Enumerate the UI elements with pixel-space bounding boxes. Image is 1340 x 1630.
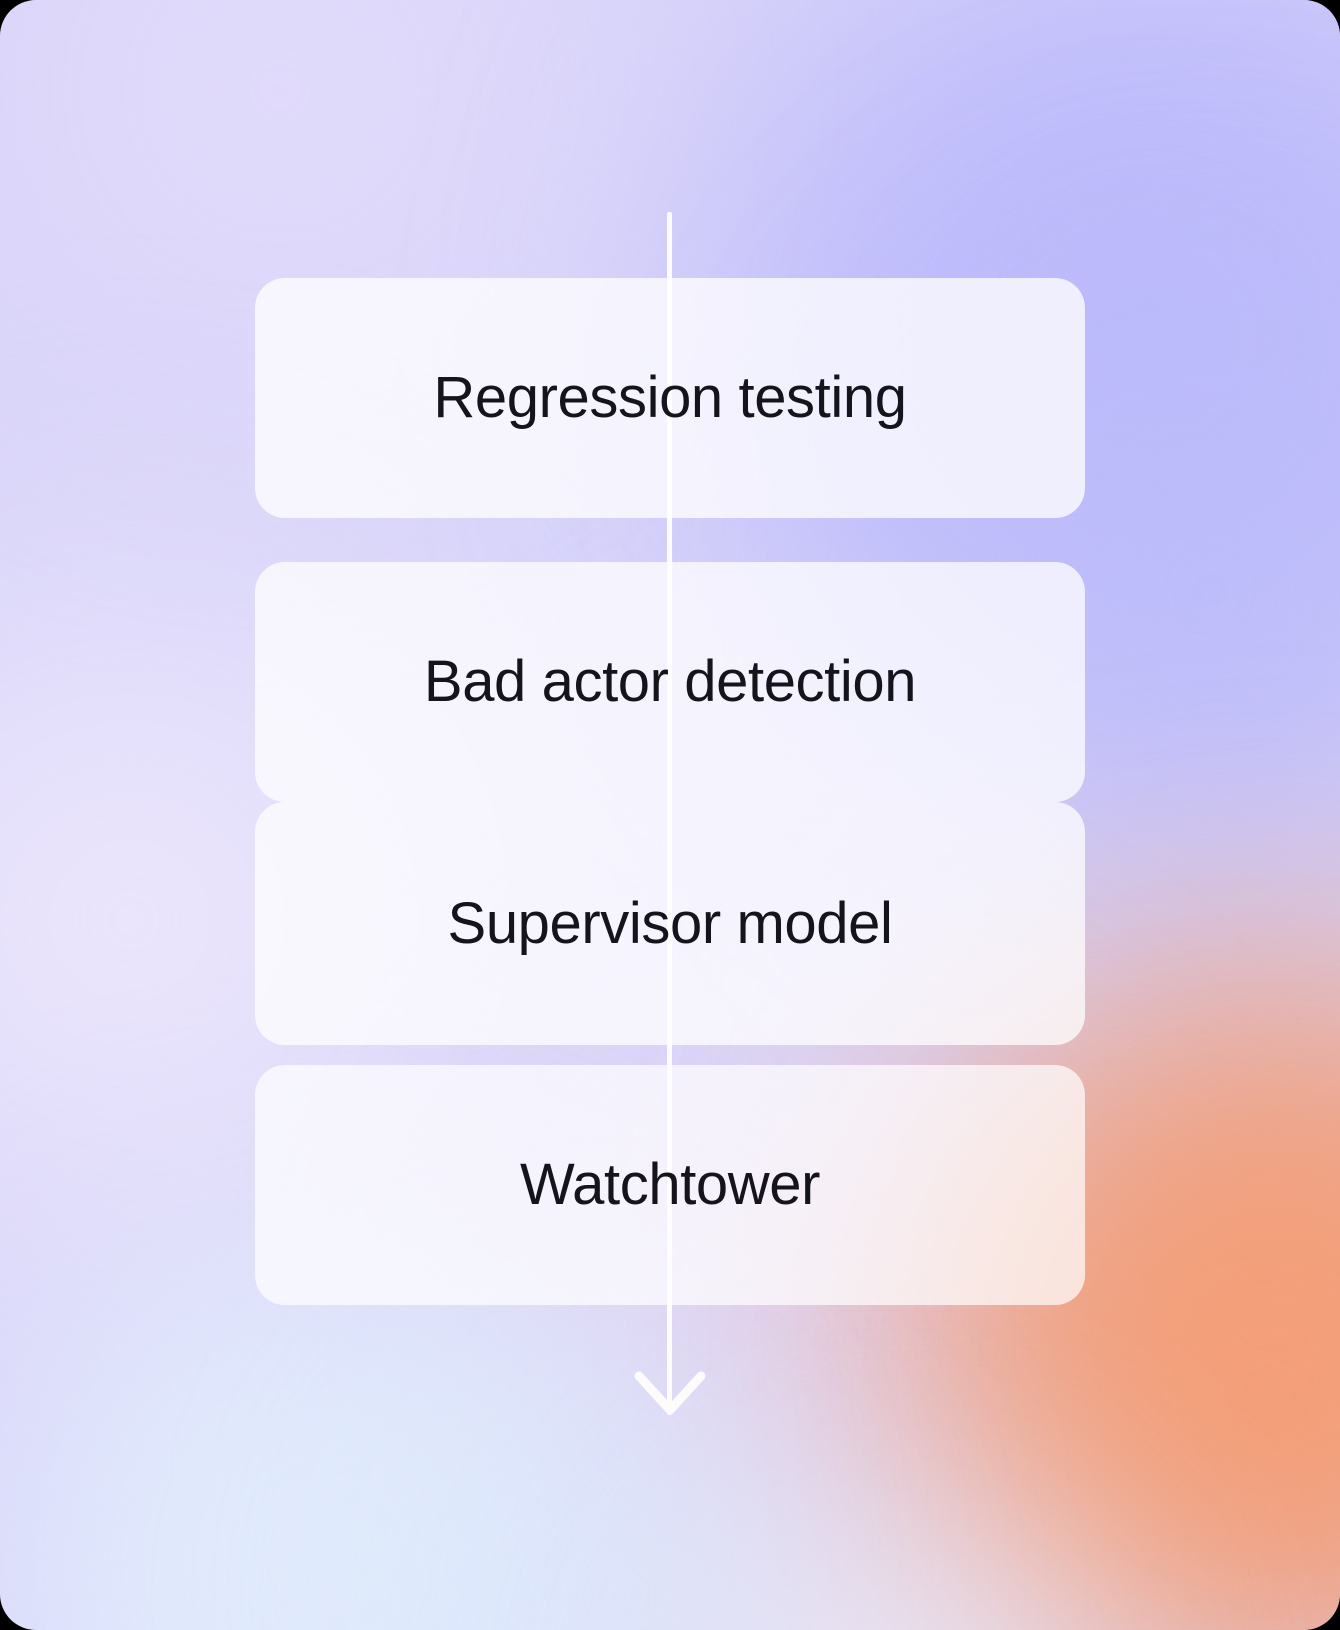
flow-step-card-watchtower[interactable]: Watchtower xyxy=(255,1065,1085,1305)
flow-step-card-supervisor-model[interactable]: Supervisor model xyxy=(255,802,1085,1045)
background-gradient-white xyxy=(620,1430,1180,1630)
flow-step-label: Bad actor detection xyxy=(423,649,917,715)
flow-step-card-regression-testing[interactable]: Regression testing xyxy=(255,278,1085,518)
arrow-down-icon xyxy=(630,1368,710,1420)
flow-step-label: Supervisor model xyxy=(447,890,893,956)
background-gradient-blue-2 xyxy=(340,1380,900,1630)
flow-step-card-bad-actor-detection[interactable]: Bad actor detection xyxy=(255,562,1085,802)
flow-step-label: Watchtower xyxy=(519,1152,821,1218)
flow-step-label: Regression testing xyxy=(433,365,907,431)
